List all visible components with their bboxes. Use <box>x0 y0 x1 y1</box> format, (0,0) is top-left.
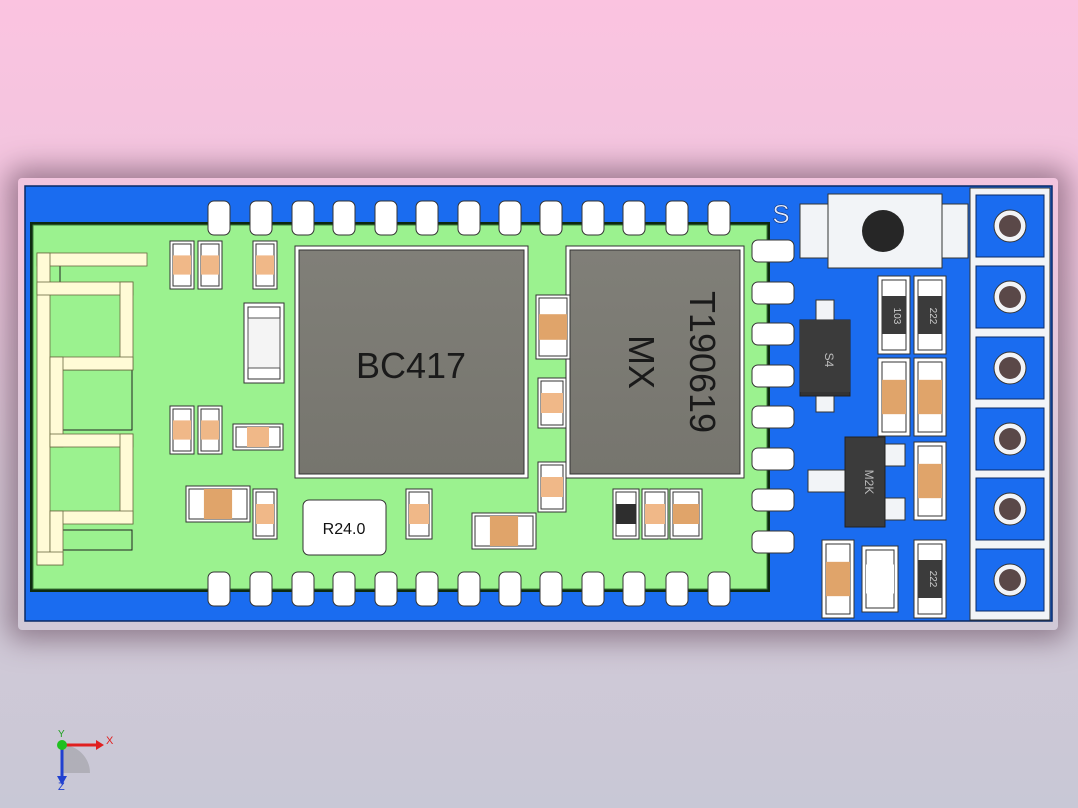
cap-c6-body <box>256 504 274 524</box>
header-pin-hole <box>999 569 1021 591</box>
carrier-smd-components <box>821 357 947 619</box>
resistor-222-top: 222 <box>913 275 947 355</box>
pad-bottom <box>415 571 439 607</box>
resistor-222-top-label: 222 <box>927 308 938 325</box>
pad-top <box>207 200 231 236</box>
pad-top <box>498 200 522 236</box>
pad-top <box>622 200 646 236</box>
pad-right <box>751 281 795 305</box>
reset-button-cap[interactable] <box>862 210 904 252</box>
led-d1-body <box>616 504 636 524</box>
cap-c11-body <box>645 504 665 524</box>
castellated-pads <box>207 200 795 607</box>
chip-flash-line1: MX <box>621 335 662 389</box>
diode-s4: S4 <box>799 299 851 413</box>
pad-bottom <box>457 571 481 607</box>
pad-top <box>665 200 689 236</box>
pad-bottom <box>581 571 605 607</box>
cap-c7-body <box>409 504 429 524</box>
cap-c14-body <box>203 489 233 519</box>
pcb-antenna-trace <box>39 254 146 551</box>
cap-c5-body <box>201 420 219 440</box>
axis-z-label: Z <box>58 781 65 793</box>
diode-s4-label: S4 <box>822 353 836 368</box>
pad-top <box>707 200 731 236</box>
axis-y-label: Y <box>58 729 65 740</box>
module-smd-components <box>169 240 703 550</box>
chip-bc417-label: BC417 <box>356 345 466 386</box>
carrier-cap-3-body <box>918 463 942 499</box>
chip-flash-line2: T190619 <box>682 291 723 433</box>
header-connector <box>969 187 1051 621</box>
reset-button[interactable] <box>799 193 969 269</box>
pad-right <box>751 322 795 346</box>
carrier-cap-1-body <box>882 379 906 415</box>
pad-bottom <box>665 571 689 607</box>
cap-c9-body <box>541 393 563 413</box>
cap-c10-body <box>541 477 563 497</box>
chip-bc417: BC417 <box>294 245 529 479</box>
cap-c4-body <box>173 420 191 440</box>
pad-top <box>249 200 273 236</box>
pad-bottom <box>539 571 563 607</box>
transistor-m2k: M2K <box>807 436 906 528</box>
header-pin-hole <box>999 428 1021 450</box>
pad-right <box>751 364 795 388</box>
header-pin-hole <box>999 498 1021 520</box>
cap-c3-body <box>256 255 274 275</box>
carrier-cap-2-body <box>918 379 942 415</box>
resistor-103-label: 103 <box>891 308 902 325</box>
pad-bottom <box>291 571 315 607</box>
pad-right <box>751 488 795 512</box>
pad-bottom <box>498 571 522 607</box>
pad-top <box>374 200 398 236</box>
pad-right <box>751 447 795 471</box>
pad-bottom <box>207 571 231 607</box>
chip-flash: MX T190619 <box>565 245 745 479</box>
resistor-222-bottom: 222 <box>913 539 947 619</box>
pad-top <box>581 200 605 236</box>
pad-bottom <box>374 571 398 607</box>
cap-c12-body <box>673 504 699 524</box>
cap-large-body <box>247 317 281 369</box>
axis-triad: X Y Z <box>57 729 114 793</box>
header-pin-hole <box>999 286 1021 308</box>
pad-bottom <box>622 571 646 607</box>
cap-c15-body <box>489 516 519 546</box>
pad-top <box>457 200 481 236</box>
pad-top <box>415 200 439 236</box>
resistor-222-bottom-label: 222 <box>927 571 938 588</box>
pad-top <box>291 200 315 236</box>
carrier-cap-4-body <box>826 561 850 597</box>
cap-c1-body <box>173 255 191 275</box>
pad-bottom <box>707 571 731 607</box>
header-pin-hole <box>999 215 1021 237</box>
axis-x-label: X <box>106 735 114 747</box>
pad-top <box>332 200 356 236</box>
r24-label-box: R24.0 <box>302 499 387 556</box>
antenna-meander <box>36 252 148 566</box>
cap-c8-body <box>539 314 567 340</box>
cap-c13-body <box>247 427 269 447</box>
silk-s: S <box>772 199 789 229</box>
pad-right <box>751 239 795 263</box>
header-pin-hole <box>999 357 1021 379</box>
cap-c2-body <box>201 255 219 275</box>
pad-bottom <box>249 571 273 607</box>
pad-right <box>751 530 795 554</box>
pad-bottom <box>332 571 356 607</box>
transistor-m2k-label: M2K <box>862 470 876 495</box>
carrier-cap-5-body <box>866 564 894 594</box>
resistor-103: 103 <box>877 275 911 355</box>
pad-top <box>539 200 563 236</box>
pad-right <box>751 405 795 429</box>
r24-label: R24.0 <box>323 521 366 538</box>
